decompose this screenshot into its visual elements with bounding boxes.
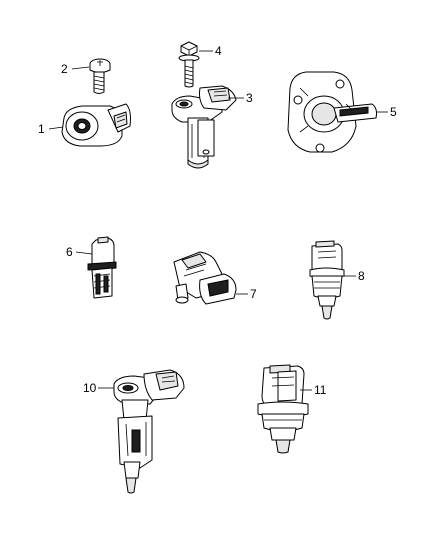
callout-8: 8 — [358, 269, 365, 283]
temperature-sensor-icon-8 — [309, 240, 345, 320]
callout-4: 4 — [215, 44, 222, 58]
callout-1: 1 — [38, 122, 45, 136]
speed-sensor-icon — [171, 85, 237, 169]
temperature-sensor-icon — [87, 236, 117, 299]
bolt-4-icon — [178, 41, 200, 88]
pressure-switch-icon — [257, 364, 309, 454]
knock-sensor-icon — [61, 103, 131, 147]
callout-5: 5 — [390, 105, 397, 119]
bolt-2-icon — [89, 58, 111, 94]
callout-10: 10 — [83, 381, 97, 395]
callout-7: 7 — [250, 287, 257, 301]
pressure-sensor-icon — [173, 251, 237, 305]
callout-2: 2 — [61, 62, 68, 76]
speed-sensor-icon-10 — [113, 369, 185, 494]
callout-3: 3 — [246, 91, 253, 105]
callout-6: 6 — [66, 245, 73, 259]
position-sensor-icon — [287, 71, 377, 153]
callout-11: 11 — [314, 383, 327, 397]
